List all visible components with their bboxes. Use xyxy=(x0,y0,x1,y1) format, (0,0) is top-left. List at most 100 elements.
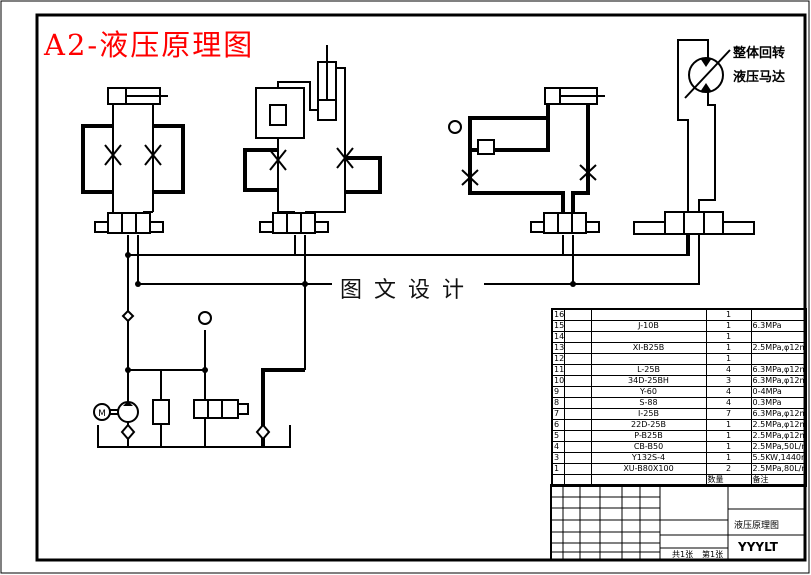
part-quantity: 1 xyxy=(705,320,752,332)
part-number: 13 xyxy=(551,342,565,354)
part-name xyxy=(563,430,592,442)
part-spec: 2.5MPa,φ12mm xyxy=(750,419,807,431)
part-number: 9 xyxy=(551,386,565,398)
part-spec: 2.5MPa,φ12mm xyxy=(750,430,807,442)
part-spec: 2.5MPa,80L/min xyxy=(750,463,807,475)
part-name xyxy=(563,386,592,398)
part-name xyxy=(563,419,592,431)
part-model: 22D-25B xyxy=(590,419,707,431)
cylinder-3-circuit xyxy=(448,87,605,212)
part-number: 14 xyxy=(551,331,565,343)
part-spec: 6.3MPa,φ12mm xyxy=(750,408,807,420)
sheet-number: 第1张 xyxy=(702,550,724,559)
part-number: 3 xyxy=(551,452,565,464)
part-model xyxy=(590,308,707,321)
electric-motor-symbol: M xyxy=(98,409,106,419)
directional-valve-1[interactable] xyxy=(94,212,164,234)
part-quantity: 4 xyxy=(705,397,752,409)
header-qty: 数量 xyxy=(705,474,752,487)
part-name xyxy=(563,397,592,409)
part-model: S-88 xyxy=(590,397,707,409)
part-quantity: 1 xyxy=(705,441,752,453)
pump-station: M xyxy=(93,309,305,448)
part-spec xyxy=(750,353,807,365)
part-name xyxy=(563,364,592,376)
motor-label-line-2: 液压马达 xyxy=(733,70,786,85)
part-number: 6 xyxy=(551,419,565,431)
part-number: 1 xyxy=(551,463,565,475)
cylinder-1-circuit xyxy=(81,87,185,215)
part-spec: 5.5KW,1440r/min xyxy=(750,452,807,464)
part-quantity: 1 xyxy=(705,308,752,321)
part-number: 10 xyxy=(551,375,565,387)
part-quantity: 2 xyxy=(705,463,752,475)
parts-table-row: 3 Y132S-415.5KW,1440r/min xyxy=(551,452,807,464)
part-model xyxy=(590,331,707,343)
part-number: 12 xyxy=(551,353,565,365)
part-model: Y-60 xyxy=(590,386,707,398)
part-model xyxy=(590,353,707,365)
part-model: XU-B80X100 xyxy=(590,463,707,475)
part-quantity: 3 xyxy=(705,375,752,387)
parts-table-row: 16 1 xyxy=(551,308,807,321)
part-number: 11 xyxy=(551,364,565,376)
part-number: 4 xyxy=(551,441,565,453)
directional-valve-4[interactable] xyxy=(633,211,755,235)
part-model: 34D-25BH xyxy=(590,375,707,387)
part-quantity: 7 xyxy=(705,408,752,420)
part-name xyxy=(563,353,592,365)
part-name xyxy=(563,452,592,464)
part-spec: 6.3MPa,φ12mm xyxy=(750,375,807,387)
part-name xyxy=(563,331,592,343)
directional-valve-2[interactable] xyxy=(259,212,329,234)
part-quantity: 4 xyxy=(705,386,752,398)
sheets-total: 共1张 xyxy=(672,550,694,559)
part-model: XI-B25B xyxy=(590,342,707,354)
header-spec: 备注 xyxy=(750,474,807,487)
part-number: 7 xyxy=(551,408,565,420)
part-name xyxy=(563,408,592,420)
part-spec: 6.3MPa,φ12mm xyxy=(750,364,807,376)
part-name xyxy=(563,441,592,453)
part-model: L-25B xyxy=(590,364,707,376)
part-number: 16 xyxy=(551,308,565,321)
watermark: 图文设计 xyxy=(332,270,485,306)
drawing-code: YYYLT xyxy=(738,540,778,554)
part-model: J-10B xyxy=(590,320,707,332)
cylinder-2-circuit xyxy=(243,45,382,213)
part-model: CB-B50 xyxy=(590,441,707,453)
part-name xyxy=(563,463,592,475)
parts-table-header: 数量 备注 xyxy=(551,474,807,487)
part-spec: 2.5MPa,50L/min xyxy=(750,441,807,453)
part-spec xyxy=(750,331,807,343)
part-name xyxy=(563,375,592,387)
part-number: 15 xyxy=(551,320,565,332)
directional-valve-3[interactable] xyxy=(530,212,600,234)
part-quantity: 1 xyxy=(705,452,752,464)
part-spec: 0-4MPa xyxy=(750,386,807,398)
drawing-name: 液压原理图 xyxy=(734,521,780,531)
part-name xyxy=(563,320,592,332)
part-quantity: 1 xyxy=(705,342,752,354)
part-quantity: 4 xyxy=(705,364,752,376)
part-model: Y132S-4 xyxy=(590,452,707,464)
motor-label-line-1: 整体回转 xyxy=(733,46,786,61)
part-quantity: 1 xyxy=(705,419,752,431)
part-quantity: 1 xyxy=(705,353,752,365)
part-number: 8 xyxy=(551,397,565,409)
part-spec xyxy=(750,308,807,321)
